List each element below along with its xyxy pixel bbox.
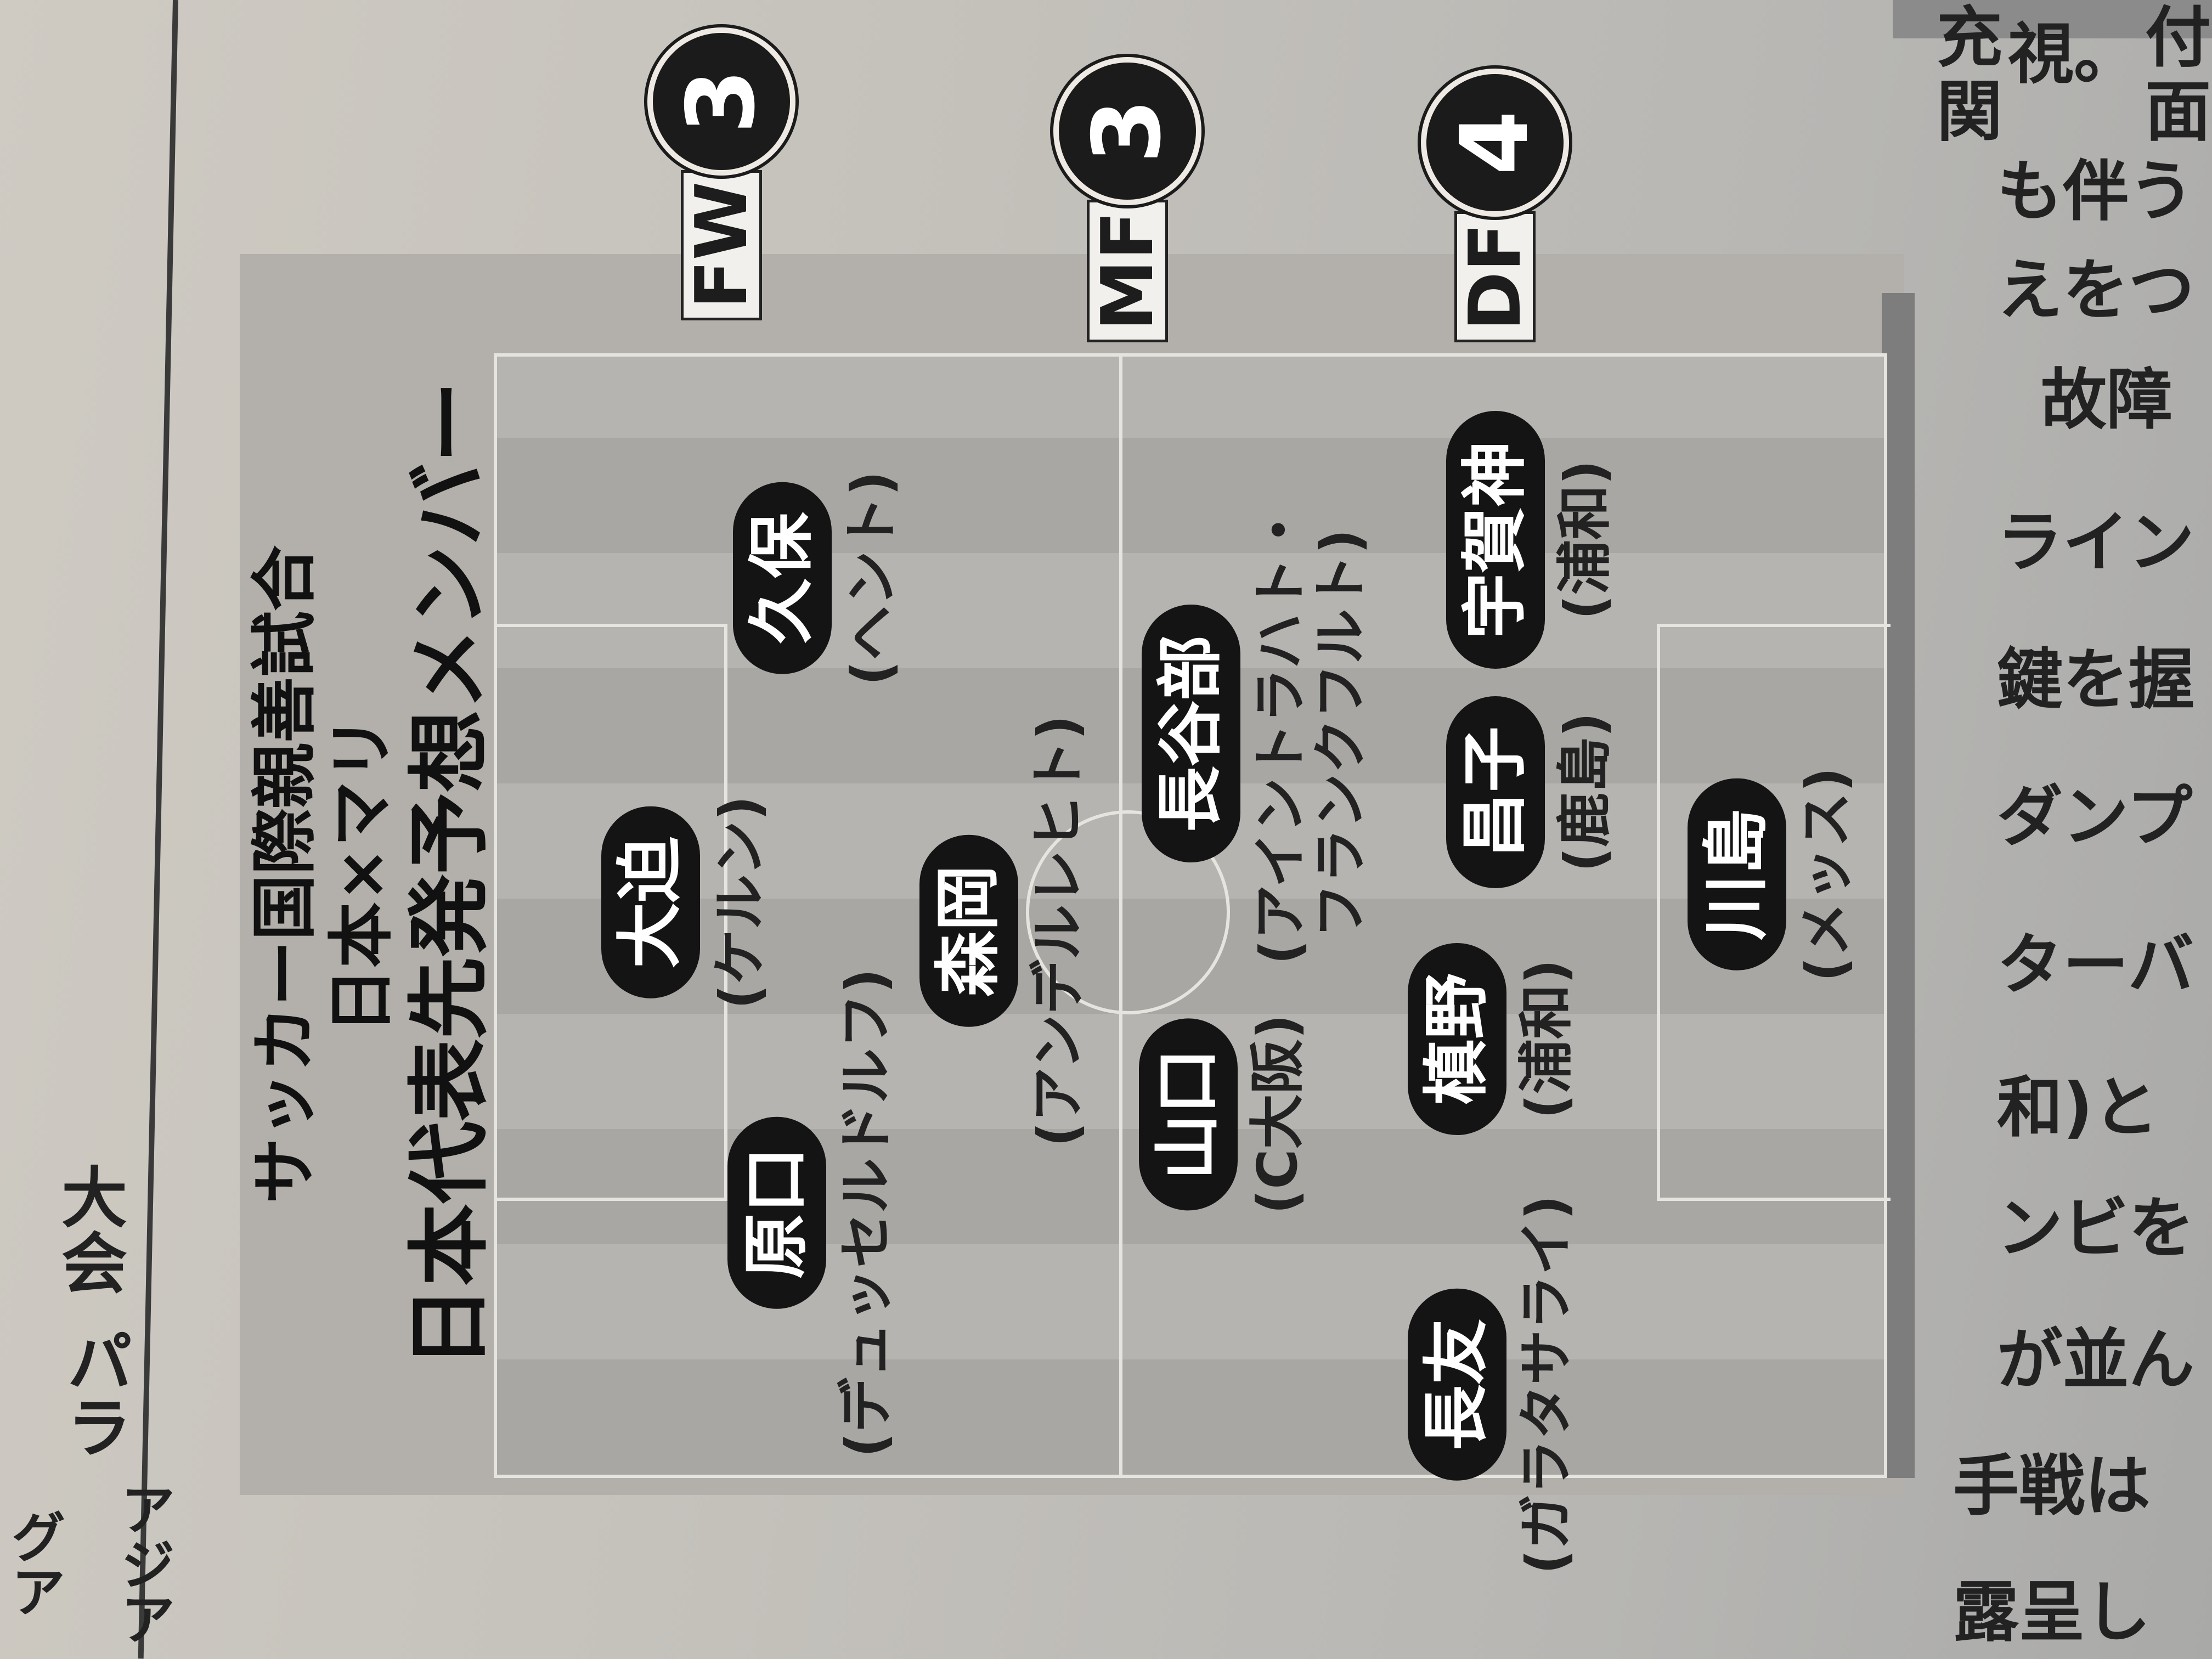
player-harakuchi: 原口 (デュッセルドルフ) [727,968,898,1458]
player-club: (浦和) [1553,460,1617,620]
player-club: (浦和) [1514,959,1578,1119]
side-text-top: 関 [1937,74,2002,150]
position-badge-mf: MF 3 [1053,57,1201,342]
player-name: 昌子 [1446,696,1545,888]
side-text-top: 視。 [2008,16,2140,93]
player-kawashima: 川島 (メッス) [1688,767,1858,982]
player-name: 宇賀神 [1446,411,1545,669]
player-shoji: 昌子 (鹿島) [1446,696,1617,888]
player-club: (ヘント) [839,471,904,686]
player-club: (メッス) [1794,767,1858,982]
side-text-left: パラ [55,1328,132,1459]
player-yamaguchi: 山口 (C大阪) [1139,1014,1310,1215]
side-text-top: 付 [2145,0,2211,76]
player-ugajin: 宇賀神 (浦和) [1446,411,1617,669]
side-text-right: も伴う [1997,154,2194,230]
side-text-top: 充 [1937,0,2002,76]
player-club: (ケルン) [708,795,772,1009]
position-label: FW [680,170,763,320]
player-name: 長友 [1408,1289,1506,1481]
side-text-right: ダンプ [1997,779,2193,855]
side-text-right: が並ん [1997,1322,2194,1398]
position-badge-df: DF 4 [1421,69,1569,342]
position-label: DF [1453,211,1537,342]
side-text-top: 面 [2145,74,2211,150]
player-hasebe: 長谷部 (アイントラハト・フランクフルト) [1142,484,1373,983]
position-count: 3 [1053,57,1201,205]
player-name: 原口 [727,1117,826,1309]
position-badge-fw: FW 3 [647,27,795,320]
player-name: 森岡 [919,835,1018,1027]
player-name: 長谷部 [1142,605,1240,862]
player-club: (ガラタサライ) [1514,1195,1578,1575]
player-club: (デュッセルドルフ) [834,968,898,1458]
player-name: 槙野 [1408,943,1506,1135]
player-kubo: 久保 (ヘント) [733,471,904,686]
player-name: 川島 [1688,778,1786,970]
player-morioka: 森岡 (アンデルレヒト) [919,715,1090,1147]
side-text-left: 大会 [50,1163,126,1295]
side-text-right: 和)と [1997,1070,2159,1146]
player-nagatomo: 長友 (ガラタサライ) [1408,1195,1578,1575]
side-text-left: アジア [111,1481,175,1646]
side-text-right: 故障 [2041,362,2172,438]
player-osako: 大迫 (ケルン) [601,795,772,1009]
position-label: MF [1086,199,1169,342]
position-count: 3 [647,27,795,176]
side-text-left: グア [1,1509,65,1618]
player-makino: 槙野 (浦和) [1408,943,1578,1135]
graphic-title-line1: サッカー国際親善試合 [247,545,323,1204]
player-club: (アイントラハト・フランクフルト) [1248,502,1373,965]
player-club: (C大阪) [1245,1014,1310,1215]
player-name: 大迫 [601,806,700,998]
player-name: 山口 [1139,1018,1238,1211]
side-text-right: ライン [1997,505,2194,581]
top-bar [1893,0,2212,38]
graphic-title-line3: 日本代表先発予想メンバー [402,381,498,1369]
player-club: (アンデルレヒト) [1026,715,1090,1147]
side-text-right: 手戦は [1953,1448,2151,1525]
player-name: 久保 [733,482,832,674]
position-count: 4 [1421,69,1569,217]
side-text-right: 鍵を握 [1997,642,2194,718]
side-text-right: ンビを [1997,1190,2194,1267]
player-club: (鹿島) [1553,712,1617,872]
side-text-right: ターバ [1997,927,2194,1003]
side-text-right: 露呈し [1953,1575,2151,1651]
graphic-title-line2: 日本×マリ [324,715,400,1034]
side-text-right: えをつ [1997,252,2194,329]
